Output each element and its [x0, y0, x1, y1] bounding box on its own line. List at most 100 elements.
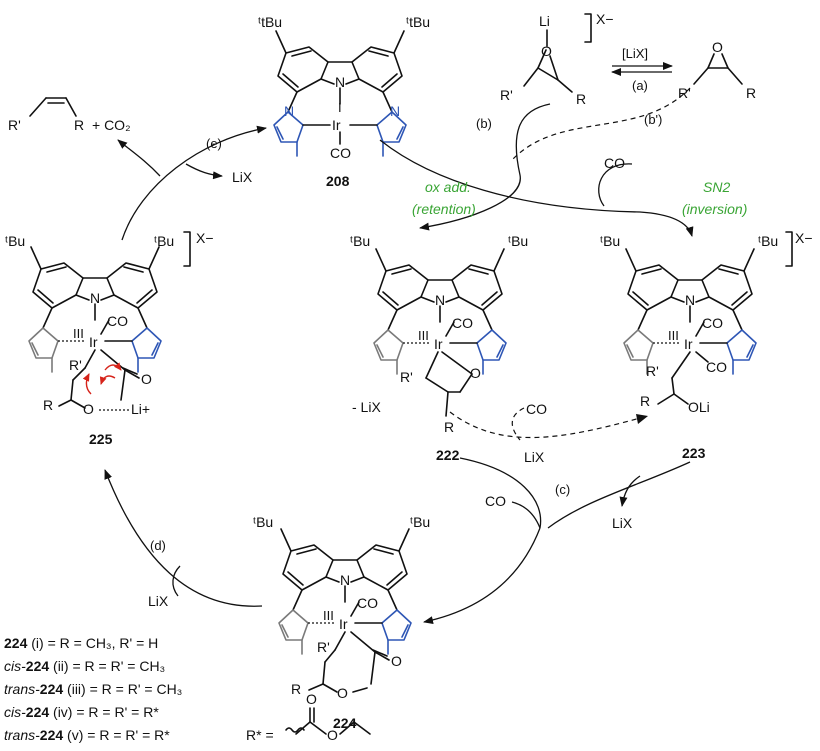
arrow-c-from-222	[459, 457, 542, 529]
arrow-c-from-223	[547, 461, 691, 529]
lix-label-d: LiX	[148, 593, 169, 609]
compound-number: 225	[89, 431, 113, 447]
r-prime-label: R'	[678, 85, 691, 101]
compound-legend: 224 (i) = R = CH₃, R' = H cis-224 (ii) =…	[4, 635, 182, 743]
li-epoxide-species: Li O R' R X−	[500, 11, 614, 107]
tbu-225-right: ᵗBu	[154, 233, 174, 249]
arrow-label-a: (a)	[632, 78, 648, 93]
arrow-b-prime	[511, 87, 691, 161]
oli-label: OLi	[688, 399, 710, 415]
lix-label-c: LiX	[612, 515, 633, 531]
r-label: R	[576, 91, 586, 107]
lix-label-e: LiX	[232, 169, 253, 185]
oxygen-atom: O	[470, 365, 481, 381]
metal-label: Ir	[339, 616, 348, 632]
tbu-222-right: ᵗBu	[508, 233, 528, 249]
free-epoxide: O R' R	[678, 39, 756, 101]
oxidation-state: III	[73, 326, 84, 341]
tbu-223-left: ᵗBu	[600, 233, 620, 249]
carbazole-n-222: N	[435, 292, 445, 308]
r-prime-label: R'	[69, 357, 82, 373]
co-label-c: CO	[485, 493, 506, 509]
lithium-cation: Li+	[131, 401, 150, 417]
arrow-c-main	[423, 527, 541, 625]
counterion: X−	[596, 11, 614, 27]
arrow-label-b: (b)	[476, 116, 492, 131]
compound-number: 223	[682, 445, 706, 461]
tbu-left-label: ᵗtBu	[258, 14, 282, 30]
r-prime-label: R'	[400, 369, 413, 385]
arrow-c-lix	[619, 475, 641, 507]
carbonyl-oxygen: O	[141, 371, 152, 387]
co-ligand: CO	[107, 313, 128, 329]
metal-label: Ir	[332, 117, 341, 133]
epoxide-oxygen: O	[712, 39, 723, 55]
epoxide-oxygen: O	[541, 43, 552, 59]
r-label: R	[291, 681, 301, 697]
ox-add-label: ox add.	[425, 179, 471, 195]
co-label-top: CO	[604, 155, 625, 171]
alkene-product: R' R + CO₂	[8, 97, 131, 133]
carbazole-n-223: N	[685, 292, 695, 308]
complex-224: Ir III CO O O R' R 224	[278, 528, 412, 731]
tbu-223-right: ᵗBu	[758, 233, 778, 249]
retention-label: (retention)	[412, 201, 476, 217]
r-star-label: R* =	[246, 727, 274, 743]
metal-label: Ir	[684, 336, 693, 352]
arrow-e-main	[121, 125, 267, 241]
co-ligand: CO	[330, 145, 351, 161]
arrow-e-product	[117, 139, 161, 177]
arrow-e-lix	[185, 163, 223, 180]
r-star-structure: R* = O O	[246, 691, 371, 743]
minus-lix-label: - LiX	[352, 399, 381, 415]
co2-label: + CO₂	[92, 117, 131, 133]
compound-number: 222	[436, 447, 460, 463]
alkoxide-oxygen: O	[83, 401, 94, 417]
tbu-224-left: ᵗBu	[253, 514, 273, 530]
co-input-arrow	[598, 163, 633, 207]
legend-row-1: 224 (i) = R = CH₃, R' = H	[4, 635, 158, 651]
tbu-225-left: ᵗBu	[5, 233, 25, 249]
co-label-middle: CO	[526, 401, 547, 417]
carbazole-n-224: N	[340, 572, 350, 588]
carbazole-n-225: N	[90, 290, 100, 306]
counterion-223: X−	[795, 230, 813, 246]
rstar-ester-o: O	[327, 727, 338, 743]
tbu-right-label: ᵗtBu	[406, 14, 430, 30]
legend-row-2: cis-224 (ii) = R = R' = CH₃	[4, 658, 165, 674]
legend-row-3: trans-224 (iii) = R = R' = CH₃	[4, 681, 182, 697]
reagent-lix-label: [LiX]	[622, 46, 648, 61]
complex-222: Ir III CO O R' R 222	[373, 248, 507, 463]
r-label: R	[444, 419, 454, 435]
ring-oxygen: O	[337, 685, 348, 701]
arrow-b	[419, 103, 551, 231]
co-ligand-bottom: CO	[706, 359, 727, 375]
complex-208: ᵗtBu ᵗtBu N Ir I CO N N 208	[258, 14, 430, 189]
r-prime-label: R'	[317, 639, 330, 655]
r-label: R	[746, 85, 756, 101]
inversion-label: (inversion)	[682, 201, 747, 217]
oxidation-state: III	[668, 328, 679, 343]
arrow-d	[104, 469, 263, 607]
oxidation-state: I	[338, 100, 342, 115]
co-ligand: CO	[452, 315, 473, 331]
legend-row-5: trans-224 (v) = R = R' = R*	[4, 727, 170, 743]
r-label: R	[43, 397, 53, 413]
metal-label: Ir	[434, 336, 443, 352]
sn2-label: SN2	[703, 179, 730, 195]
complex-225: Ir III CO O O Li+ R' R 225	[28, 246, 162, 447]
arrow-label-d: (d)	[150, 538, 166, 553]
oxidation-state: III	[418, 328, 429, 343]
co-ligand-top: CO	[702, 315, 723, 331]
r-prime-label: R'	[8, 117, 21, 133]
arrow-label-c: (c)	[555, 482, 570, 497]
dashed-222-to-223	[449, 411, 641, 439]
tbu-222-left: ᵗBu	[350, 233, 370, 249]
r-label: R	[74, 117, 84, 133]
arrow-c-co	[511, 501, 541, 529]
r-prime-label: R'	[500, 87, 513, 103]
complex-223: Ir III CO CO R' R OLi 223	[623, 248, 757, 461]
counterion-225: X−	[196, 230, 214, 246]
metal-label: Ir	[89, 334, 98, 350]
lithium-label: Li	[539, 13, 550, 29]
